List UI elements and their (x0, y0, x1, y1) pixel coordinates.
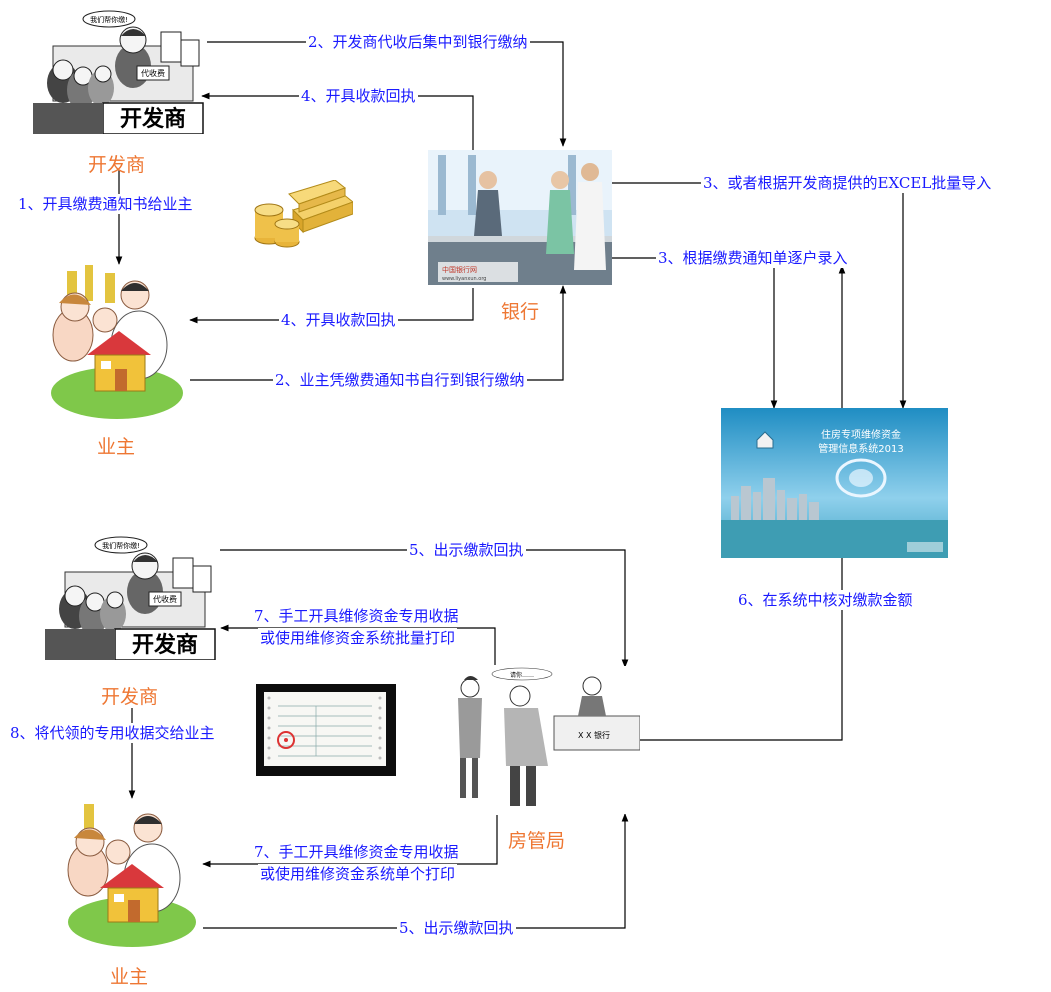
developer-bottom-title: 开发商 (101, 686, 159, 708)
owner-bottom-title: 业主 (110, 966, 149, 988)
bank-watermark-url: www.liyanxun.org (442, 276, 486, 282)
developer-sign-text: 开发商 (120, 106, 186, 132)
receipt-photo (256, 684, 396, 776)
developer-top-title: 开发商 (88, 154, 146, 176)
arrow-bank-to-system-manual (612, 257, 778, 409)
system-title-line2: 管理信息系统2013 (818, 442, 903, 455)
owner-family-illustration (47, 265, 192, 423)
developer-illustration: 代收费 我们帮你缴! 开发商 (33, 8, 205, 134)
housing-bureau-illustration: X X 银行 请你…… (434, 666, 640, 814)
arrow-bank-to-dev-receipt (201, 92, 474, 150)
developer-bottom-bubble-text: 我们帮你缴! (102, 541, 140, 550)
arrow-owner-to-bureau (203, 813, 629, 929)
developer-illustration-bottom: 代收费 我们帮你缴! 开发商 (45, 534, 217, 660)
arrow-dev-to-bureau (220, 549, 629, 668)
bank-watermark-text: 中国银行网 (442, 265, 477, 274)
label-step7-developer-line1: 7、手工开具维修资金专用收据 (252, 606, 461, 626)
developer-tag-text: 代收费 (141, 68, 165, 78)
bureau-bubble-text: 请你…… (510, 671, 534, 679)
arrow-bank-to-system-excel (612, 182, 907, 409)
label-step4-receipt-owner: 4、开具收款回执 (279, 310, 398, 330)
label-step8-hand-receipt-owner: 8、将代领的专用收据交给业主 (8, 723, 217, 743)
label-step2-owner-pays-bank: 2、业主凭缴费通知书自行到银行缴纳 (273, 370, 527, 390)
label-step1-payment-notice: 1、开具缴费通知书给业主 (16, 194, 195, 214)
label-step3-manual-entry: 3、根据缴费通知单逐户录入 (656, 248, 850, 268)
system-title-line1: 住房专项维修资金 (821, 428, 901, 441)
developer-bubble-text: 我们帮你缴! (90, 15, 128, 24)
bank-photo: 中国银行网 www.liyanxun.org (428, 150, 612, 285)
developer-bottom-sign-text: 开发商 (132, 632, 198, 658)
owner-top-title: 业主 (97, 436, 136, 458)
bank-title: 银行 (501, 301, 540, 323)
label-step4-receipt-developer: 4、开具收款回执 (299, 86, 418, 106)
label-step6-verify-amount: 6、在系统中核对缴款金额 (736, 590, 915, 610)
owner-family-illustration-bottom (62, 800, 202, 950)
label-step2-developer-pays-bank: 2、开发商代收后集中到银行缴纳 (306, 32, 530, 52)
bureau-counter-sign: X X 银行 (578, 730, 610, 740)
developer-bottom-tag-text: 代收费 (153, 594, 177, 604)
line-system-to-bureau (640, 558, 843, 741)
label-step5-developer-shows-receipt: 5、出示缴款回执 (407, 540, 526, 560)
housing-bureau-title: 房管局 (508, 830, 566, 852)
label-step7-owner-line1: 7、手工开具维修资金专用收据 (252, 842, 461, 862)
label-step3-excel-import: 3、或者根据开发商提供的EXCEL批量导入 (701, 173, 994, 193)
maintenance-fund-system-screenshot: 住房专项维修资金 管理信息系统2013 (721, 408, 948, 558)
coins-money-icon (253, 180, 353, 250)
label-step7-developer-line2: 或使用维修资金系统批量打印 (258, 628, 458, 648)
label-step5-owner-shows-receipt: 5、出示缴款回执 (397, 918, 516, 938)
label-step7-owner-line2: 或使用维修资金系统单个打印 (258, 864, 458, 884)
